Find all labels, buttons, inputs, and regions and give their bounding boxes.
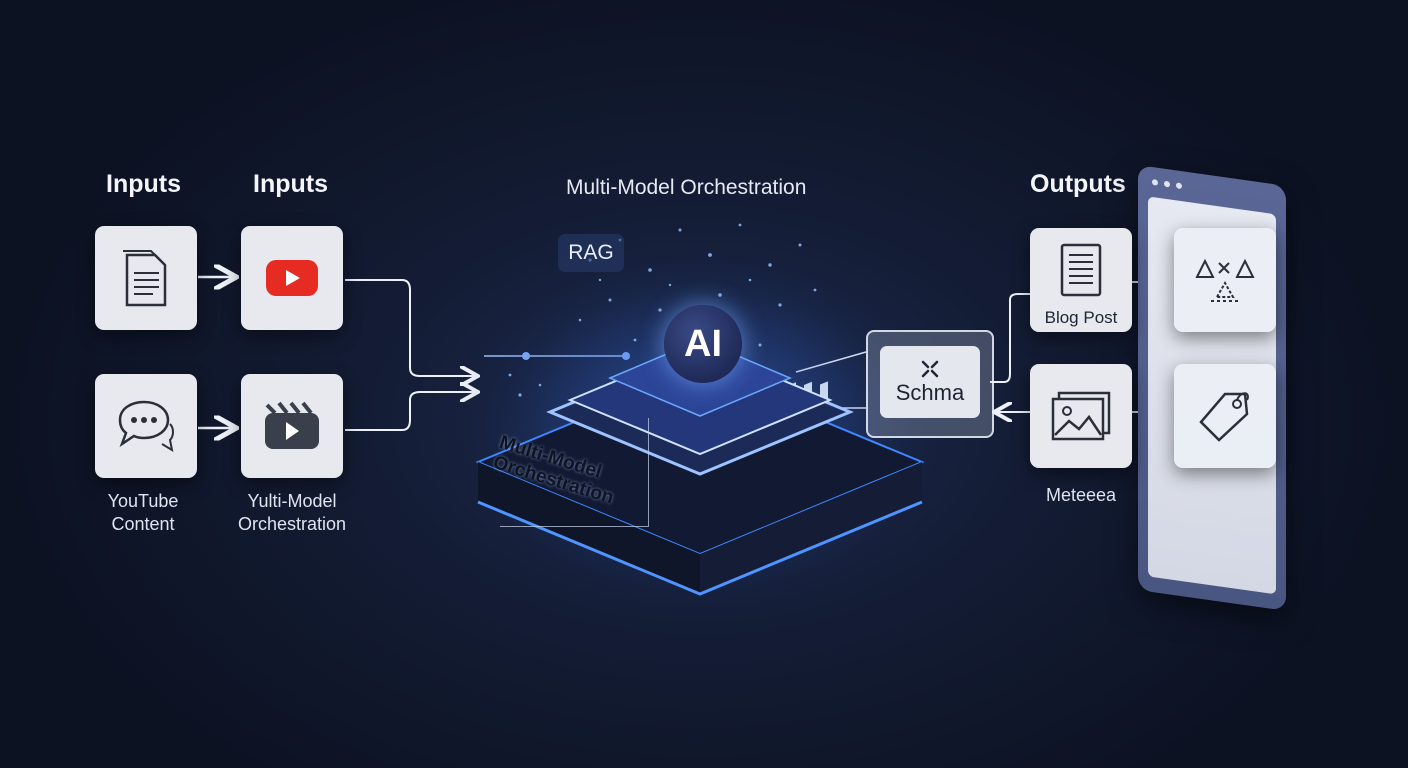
shapes-output-card[interactable] (1174, 228, 1276, 332)
schema-card[interactable]: Schma (880, 346, 980, 418)
youtube-icon (266, 260, 318, 296)
image-icon (1051, 391, 1111, 441)
ai-chip-icon (460, 223, 940, 620)
schema-icon (921, 360, 939, 378)
document-icon (123, 250, 167, 307)
video-clapper-icon (265, 401, 319, 449)
image-output-card[interactable] (1030, 364, 1132, 468)
outputs-heading: Outputs (1030, 170, 1126, 198)
video-orchestration-caption: Yulti-Model Orchestration (237, 491, 347, 534)
blog-document-icon (1060, 243, 1102, 297)
chip-label-frame (500, 418, 649, 527)
blog-post-caption: Blog Post (1044, 308, 1118, 327)
blog-post-card[interactable]: Blog Post (1030, 228, 1132, 332)
device-dot (1176, 182, 1182, 190)
tag-icon (1199, 392, 1249, 442)
metadata-caption: Meteeea (1045, 485, 1117, 505)
youtube-content-caption: YouTube Content (107, 491, 179, 534)
tag-output-card[interactable] (1174, 364, 1276, 468)
ai-badge: AI (664, 305, 742, 383)
device-dot (1152, 178, 1158, 186)
chat-bubble-icon (118, 400, 174, 453)
youtube-input-card[interactable] (241, 226, 343, 330)
orchestration-heading: Multi-Model Orchestration (566, 176, 807, 199)
document-input-card[interactable] (95, 226, 197, 330)
device-dot (1164, 180, 1170, 188)
schema-label: Schma (895, 380, 965, 405)
inputs-heading-1: Inputs (106, 170, 181, 198)
chat-input-card[interactable] (95, 374, 197, 478)
video-input-card[interactable] (241, 374, 343, 478)
rag-label: RAG (558, 234, 624, 272)
shapes-icon (1195, 258, 1255, 302)
inputs-heading-2: Inputs (253, 170, 328, 198)
